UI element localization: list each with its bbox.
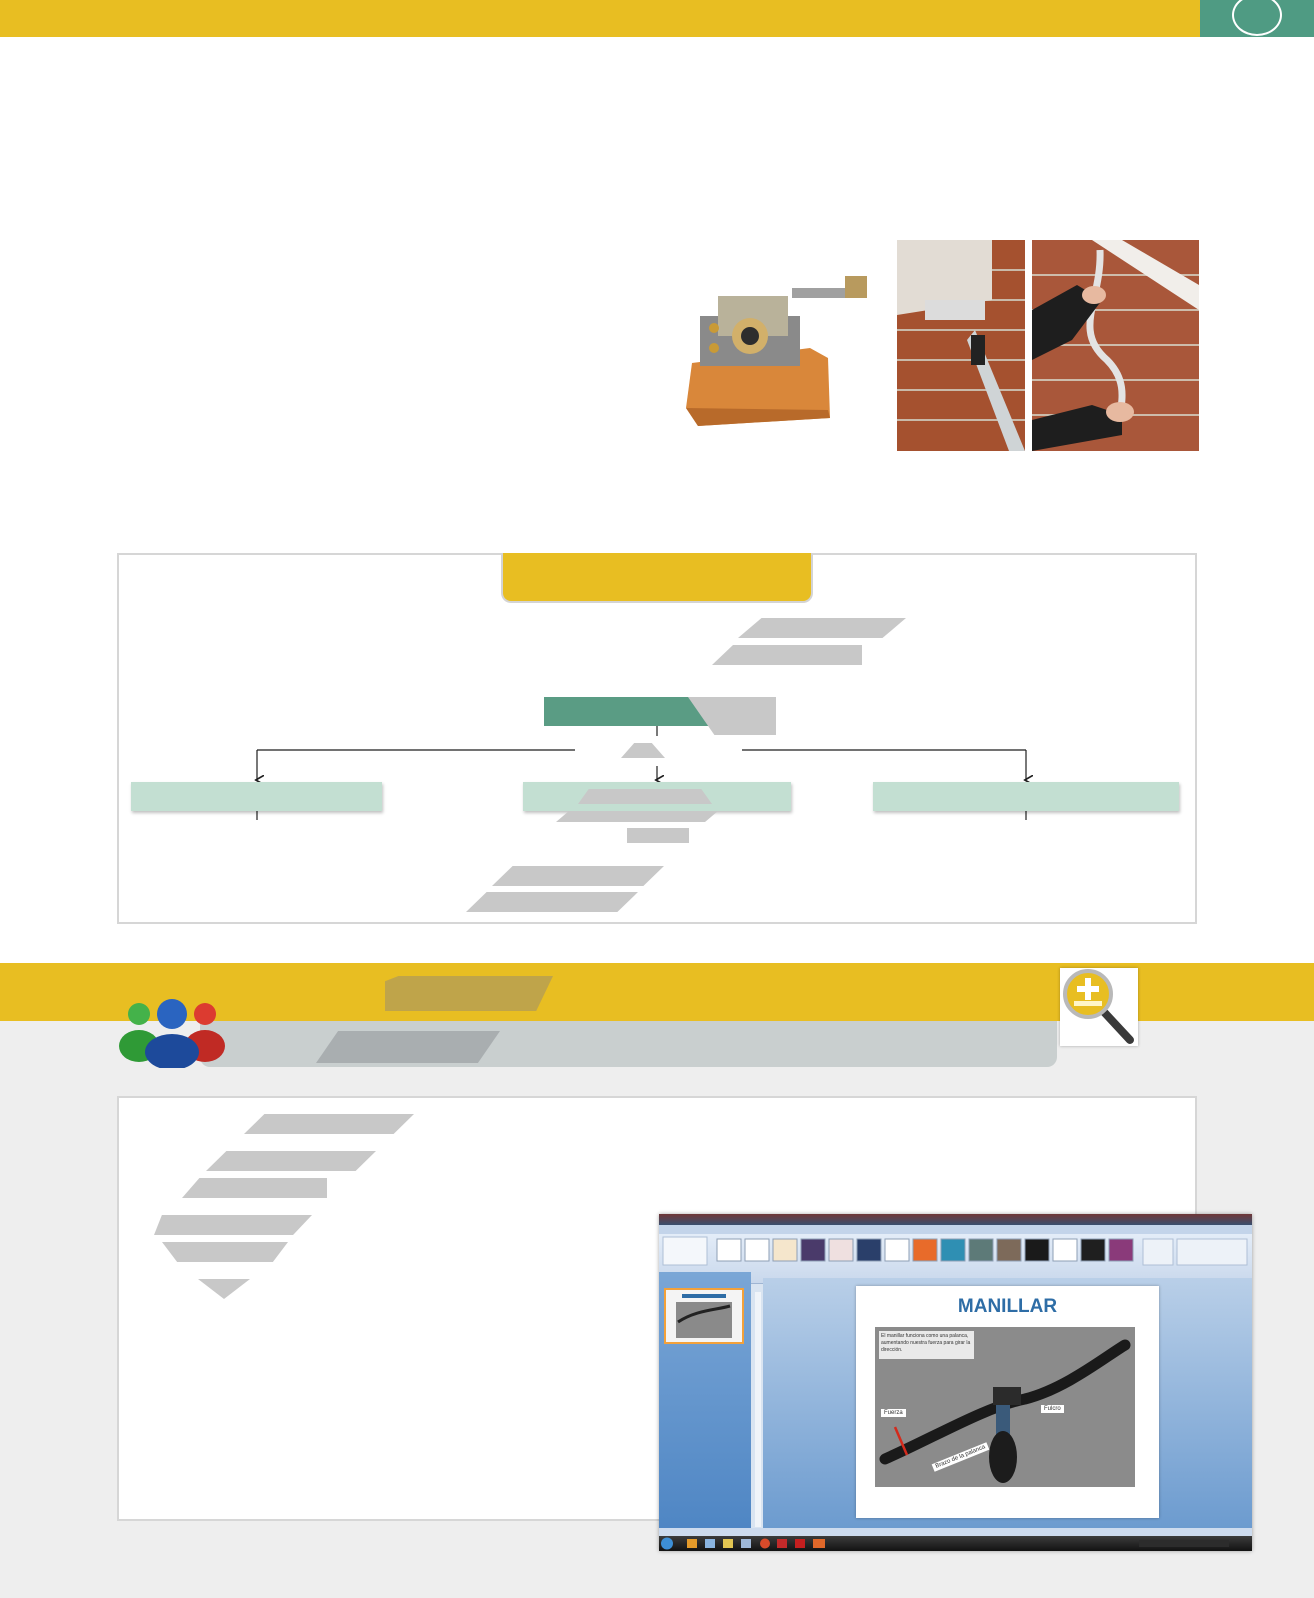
redacted-text xyxy=(627,828,689,843)
group-people-icon xyxy=(117,996,227,1070)
slide-note: El manillar funciona como una palanca, a… xyxy=(879,1331,974,1359)
redacted-text xyxy=(492,866,664,886)
vertical-ruler xyxy=(755,1292,761,1527)
concept-map-title-box xyxy=(501,553,813,603)
taskbar[interactable] xyxy=(659,1536,1252,1551)
header-band xyxy=(0,0,1200,37)
page-number-circle xyxy=(1232,0,1282,36)
music-box-photo xyxy=(680,268,885,440)
concept-map-connectors xyxy=(0,726,1314,820)
www-magnifier-icon[interactable] xyxy=(1060,968,1138,1046)
concept-map-box xyxy=(117,553,1197,924)
redacted-text xyxy=(182,1178,327,1198)
slide-title: MANILLAR xyxy=(957,1296,1058,1317)
redacted-text xyxy=(578,789,712,804)
handlebar-photo: El manillar funciona como una palanca, a… xyxy=(875,1327,1135,1487)
redacted-text xyxy=(738,618,906,638)
redacted-text xyxy=(162,1242,288,1262)
redacted-text xyxy=(556,811,718,822)
presentation-app-window: MANILLAR El manillar funciona como una p… xyxy=(659,1214,1252,1551)
status-bar xyxy=(659,1528,1252,1536)
redacted-text xyxy=(712,645,862,665)
concept-map-node-right xyxy=(873,782,1179,811)
slide-thumbnail[interactable] xyxy=(664,1288,744,1344)
title-bar xyxy=(659,1214,1252,1225)
redacted-text xyxy=(466,892,638,912)
redacted-text xyxy=(621,743,665,758)
label-fulcro: Fulcro xyxy=(1041,1405,1064,1413)
redacted-text xyxy=(316,1031,500,1063)
label-fuerza: Fuerza xyxy=(881,1409,906,1417)
concept-map-node-left xyxy=(131,782,382,811)
redacted-text xyxy=(154,1215,312,1235)
redacted-text xyxy=(244,1114,414,1134)
redacted-text xyxy=(385,976,553,1011)
awning-crank-photo-2 xyxy=(1032,240,1199,451)
redacted-text xyxy=(206,1151,376,1171)
slide[interactable]: MANILLAR El manillar funciona como una p… xyxy=(856,1286,1159,1518)
awning-crank-photo-1 xyxy=(897,240,1025,451)
ribbon-tabs[interactable] xyxy=(659,1225,1252,1234)
